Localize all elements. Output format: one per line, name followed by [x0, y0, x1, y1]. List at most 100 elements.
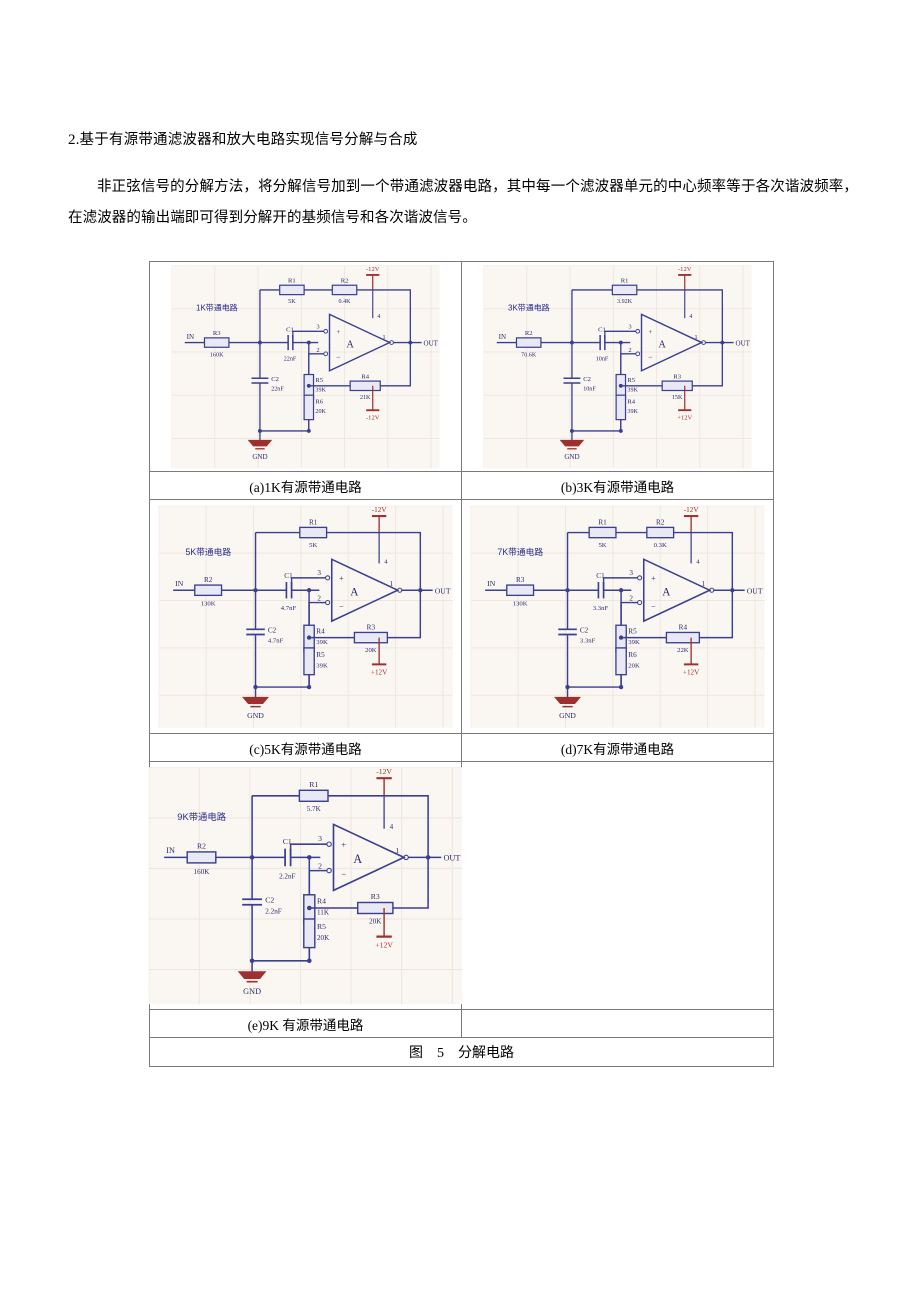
svg-text:R5: R5 [316, 921, 325, 930]
svg-text:C1: C1 [284, 571, 293, 579]
figure-label: 图 [409, 1046, 423, 1061]
svg-text:3.3nF: 3.3nF [592, 604, 608, 611]
svg-text:20K: 20K [628, 662, 640, 669]
svg-text:R3: R3 [212, 330, 220, 337]
svg-text:3: 3 [316, 323, 320, 330]
svg-text:GND: GND [559, 710, 576, 719]
svg-text:160K: 160K [193, 867, 210, 875]
svg-text:+: + [338, 573, 343, 582]
svg-text:A: A [353, 851, 362, 865]
svg-text:130K: 130K [512, 600, 527, 607]
figure-number: 5 [437, 1046, 444, 1061]
svg-text:5K: 5K [598, 541, 606, 548]
svg-text:R5: R5 [627, 377, 635, 384]
svg-text:−: − [650, 601, 655, 610]
svg-text:R5: R5 [315, 377, 323, 384]
svg-text:C2: C2 [579, 626, 588, 634]
svg-text:4.7nF: 4.7nF [267, 637, 283, 644]
svg-text:-12V: -12V [365, 414, 379, 421]
svg-text:3: 3 [628, 323, 632, 330]
svg-text:R1: R1 [309, 780, 318, 789]
svg-text:GND: GND [252, 453, 267, 461]
svg-text:GND: GND [247, 710, 264, 719]
svg-text:R1: R1 [620, 277, 628, 284]
svg-text:R3: R3 [366, 623, 375, 631]
svg-text:-12V: -12V [683, 505, 699, 513]
svg-text:IN: IN [487, 579, 496, 588]
svg-text:130K: 130K [200, 600, 215, 607]
svg-text:2: 2 [317, 594, 321, 602]
svg-text:+: + [650, 573, 655, 582]
svg-text:C2: C2 [265, 895, 274, 904]
figure-cell-empty [461, 761, 774, 1010]
svg-text:3.3nF: 3.3nF [579, 637, 595, 644]
svg-text:R5: R5 [316, 651, 325, 659]
svg-text:R6: R6 [628, 651, 637, 659]
svg-text:39K: 39K [628, 638, 640, 645]
svg-text:1: 1 [694, 333, 697, 340]
svg-text:5K带通电路: 5K带通电路 [185, 546, 231, 557]
svg-text:R3: R3 [370, 892, 379, 901]
heading-text: .基于有源带通滤波器和放大电路实现信号分解与合成 [75, 132, 418, 148]
svg-text:10nF: 10nF [595, 356, 608, 362]
svg-text:IN: IN [186, 332, 193, 340]
svg-text:-12V: -12V [677, 266, 691, 273]
svg-text:39K: 39K [627, 409, 638, 415]
svg-text:A: A [350, 586, 359, 598]
svg-text:2.2nF: 2.2nF [279, 872, 295, 880]
svg-text:IN: IN [175, 579, 184, 588]
svg-text:-12V: -12V [371, 505, 387, 513]
svg-text:+: + [341, 839, 346, 849]
svg-text:R4: R4 [316, 896, 325, 905]
svg-text:R1: R1 [309, 518, 318, 526]
svg-text:−: − [341, 869, 346, 879]
svg-text:39K: 39K [315, 387, 326, 393]
svg-text:C2: C2 [271, 376, 279, 383]
caption-row-2: (c)5K有源带通电路 (d)7K有源带通电路 [149, 733, 774, 762]
caption-row-3: (e)9K 有源带通电路 [149, 1009, 774, 1038]
caption-d: (d)7K有源带通电路 [461, 733, 774, 762]
svg-text:OUT: OUT [434, 586, 450, 595]
caption-row-1: (a)1K有源带通电路 (b)3K有源带通电路 [149, 471, 774, 500]
svg-text:−: − [336, 352, 340, 361]
svg-text:R1: R1 [598, 518, 607, 526]
svg-text:A: A [658, 339, 666, 350]
svg-text:+12V: +12V [370, 668, 387, 676]
svg-text:4: 4 [389, 822, 393, 830]
svg-text:1: 1 [701, 580, 705, 588]
svg-text:C2: C2 [583, 376, 591, 383]
svg-text:R1: R1 [288, 277, 296, 284]
svg-text:160K: 160K [209, 352, 223, 358]
svg-text:70.6K: 70.6K [521, 352, 537, 358]
svg-text:5K: 5K [288, 299, 296, 305]
svg-text:GND: GND [243, 986, 261, 995]
section-paragraph: 非正弦信号的分解方法，将分解信号加到一个带通滤波器电路，其中每一个滤波器单元的中… [68, 179, 858, 226]
svg-text:R6: R6 [315, 398, 323, 405]
svg-text:R3: R3 [673, 373, 681, 380]
svg-text:OUT: OUT [735, 339, 750, 347]
caption-b: (b)3K有源带通电路 [461, 471, 774, 500]
svg-text:C2: C2 [267, 626, 276, 634]
svg-text:OUT: OUT [746, 586, 762, 595]
svg-text:2: 2 [316, 346, 319, 353]
svg-text:3: 3 [317, 568, 321, 576]
svg-text:3.92K: 3.92K [617, 299, 633, 305]
svg-text:R2: R2 [203, 575, 212, 583]
svg-text:R4: R4 [316, 627, 325, 635]
svg-text:15K: 15K [671, 394, 682, 400]
svg-text:4: 4 [377, 314, 380, 320]
svg-text:2: 2 [318, 861, 322, 870]
caption-empty [461, 1009, 774, 1038]
svg-text:20K: 20K [315, 409, 326, 415]
svg-text:3K带通电路: 3K带通电路 [508, 302, 550, 312]
svg-text:20K: 20K [316, 933, 329, 941]
